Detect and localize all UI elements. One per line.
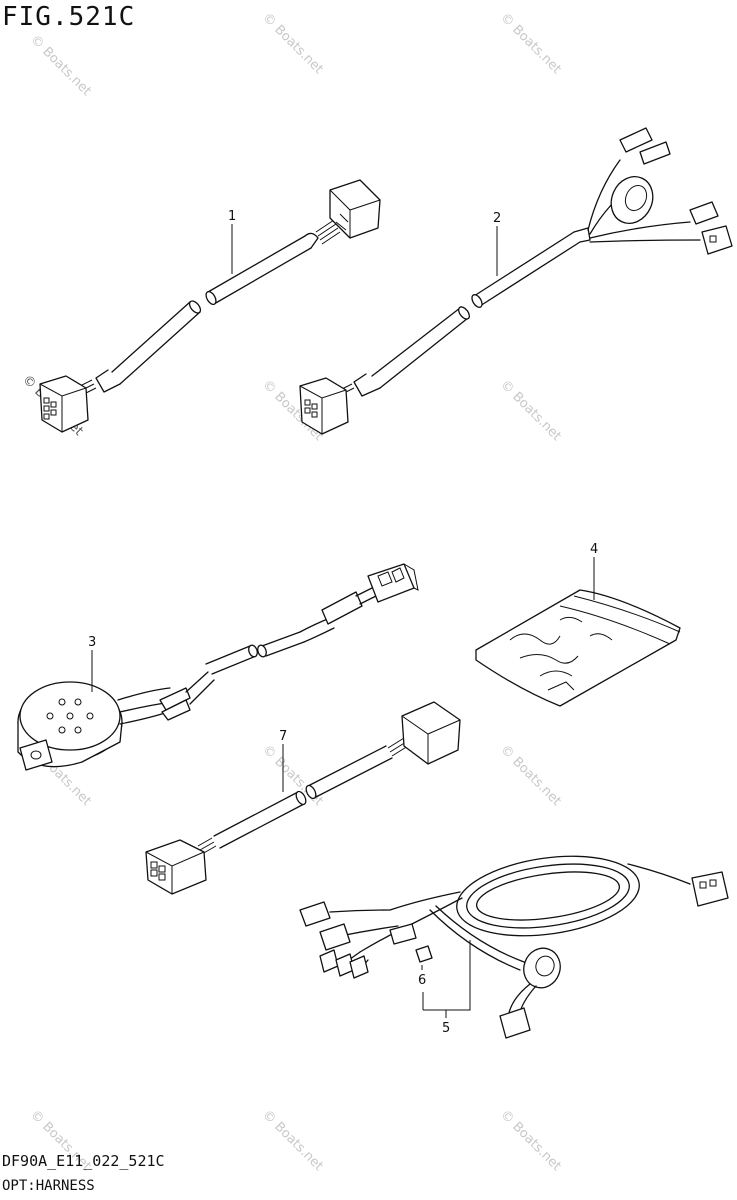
callout-4: 4 (590, 542, 598, 557)
watermark-layer: © Boats.net © Boats.net © Boats.net © Bo… (19, 10, 564, 1174)
part-3-buzzer (17, 563, 419, 771)
callout-6: 6 (418, 973, 426, 988)
part-6-clip (415, 945, 433, 963)
watermark: © Boats.net (27, 32, 94, 99)
callout-7: 7 (279, 729, 287, 744)
callout-1: 1 (228, 209, 236, 224)
watermark: © Boats.net (259, 1107, 326, 1174)
callout-2: 2 (493, 211, 501, 226)
callouts: 1 2 3 4 5 6 7 (88, 209, 598, 1036)
watermark: © Boats.net (259, 10, 326, 77)
watermark: © Boats.net (497, 377, 564, 444)
watermark: © Boats.net (497, 742, 564, 809)
callout-3: 3 (88, 635, 96, 650)
part-2-harness (299, 127, 733, 435)
part-5-harness (299, 855, 729, 1039)
watermark: © Boats.net (497, 1107, 564, 1174)
figure-title: FIG.521C (2, 2, 136, 32)
callout-5: 5 (442, 1021, 450, 1036)
footer-code: DF90A_E11_022_521C (2, 1152, 165, 1170)
part-7-harness (145, 701, 461, 895)
footer-name: OPT:HARNESS (2, 1178, 95, 1194)
part-1-harness (39, 179, 381, 433)
watermark: © Boats.net (497, 10, 564, 77)
leader-lines (91, 224, 595, 1018)
part-4-bag (475, 589, 681, 707)
watermark: © Boats.net (259, 742, 326, 809)
